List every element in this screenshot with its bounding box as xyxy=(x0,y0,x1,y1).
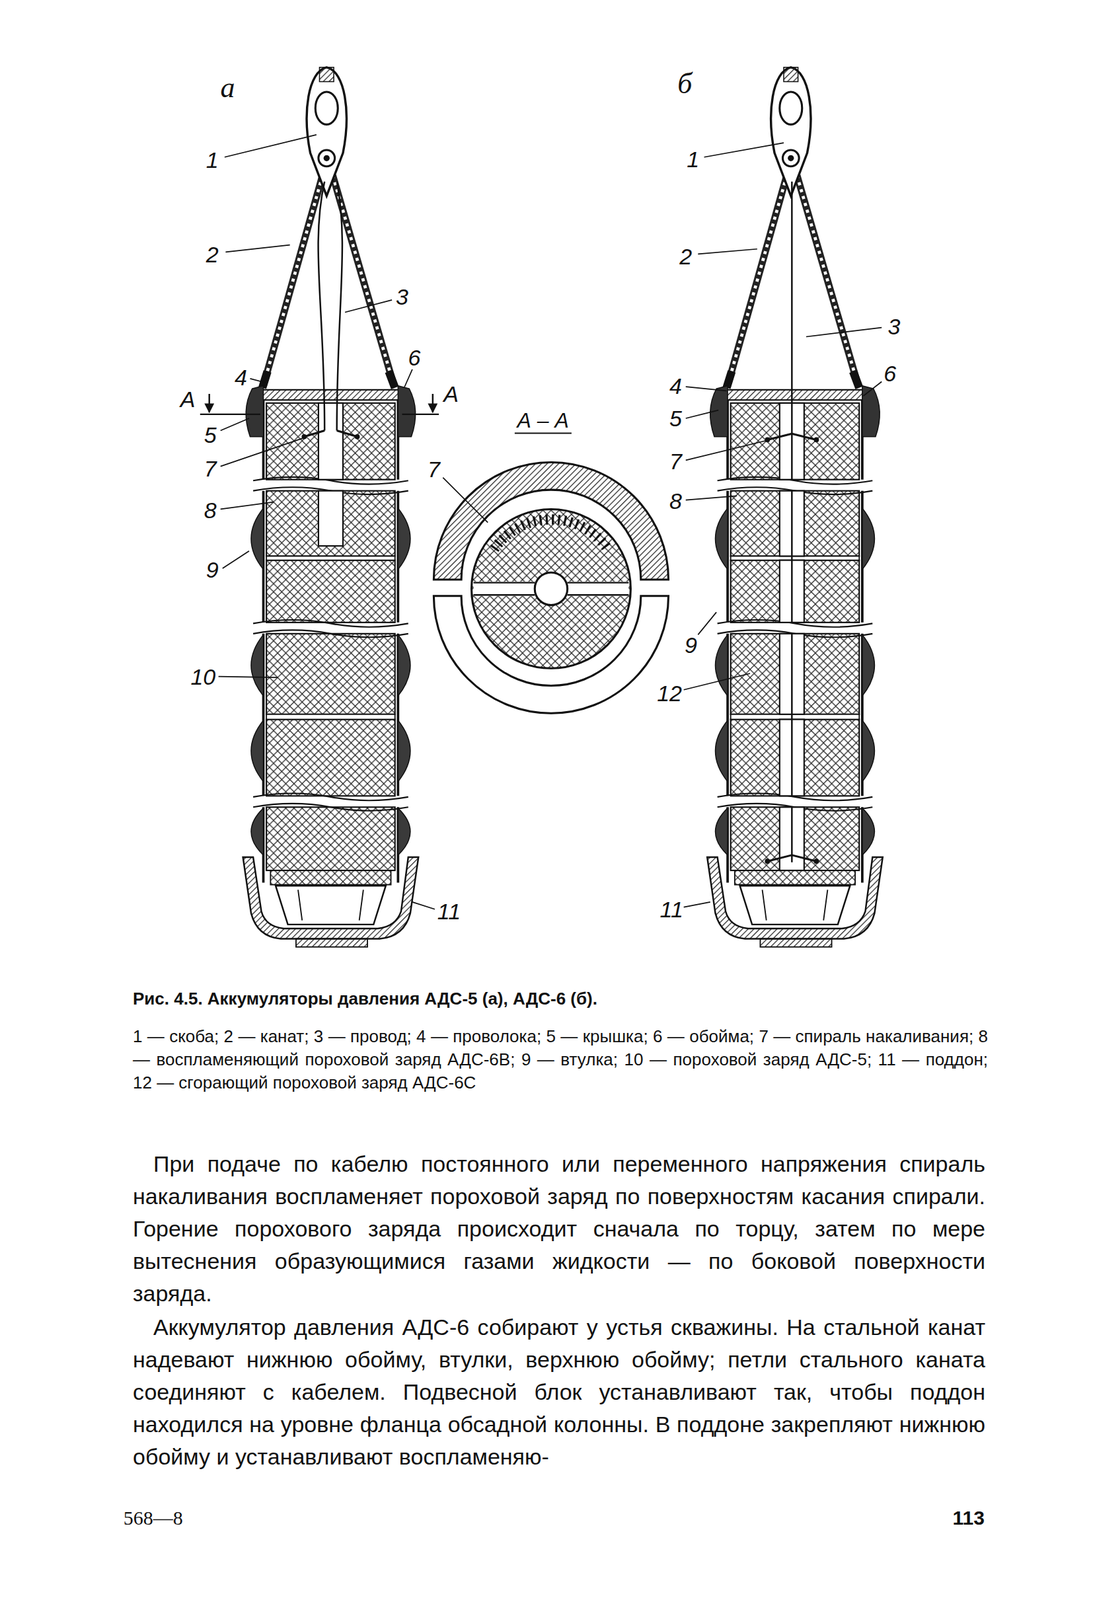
leader-line xyxy=(220,418,250,431)
callout-number: 11 xyxy=(660,898,684,921)
callout-number: 1 xyxy=(686,148,700,171)
lead-wire xyxy=(337,181,343,431)
section-mark xyxy=(432,393,434,413)
callout-number: 10 xyxy=(190,665,216,688)
cross-section xyxy=(433,461,669,714)
section-mark xyxy=(402,413,440,415)
leader-line xyxy=(685,410,719,419)
callout-number: 9 xyxy=(684,633,698,657)
heating-coil xyxy=(814,437,820,443)
callout-number: 9 xyxy=(206,558,219,581)
hanger xyxy=(262,67,396,388)
leader-line xyxy=(863,381,882,396)
section-mark xyxy=(200,393,439,415)
hanger xyxy=(726,67,860,388)
heating-coil xyxy=(303,430,357,437)
leader-line xyxy=(220,502,274,510)
section-mark xyxy=(208,393,210,413)
igniter-channel xyxy=(318,403,343,480)
leader-line xyxy=(344,300,392,313)
leader-line xyxy=(704,142,784,158)
figure-caption: Рис. 4.5. Аккумуляторы давления АДС-5 (а… xyxy=(132,987,988,1010)
section-mark xyxy=(200,413,261,415)
section-title: А – А xyxy=(514,409,571,434)
heating-coil xyxy=(764,437,770,443)
callout-number: 7 xyxy=(669,450,682,473)
heating-coil xyxy=(494,519,608,550)
callout-number: 8 xyxy=(204,498,217,522)
parts-legend: 1 — скоба; 2 — канат; 3 — провод; 4 — пр… xyxy=(132,1024,988,1095)
callout-number: 7 xyxy=(427,457,441,481)
callout-number: 8 xyxy=(669,489,682,513)
leader-line xyxy=(683,902,711,908)
lead-wire xyxy=(318,181,326,431)
callout-number: 6 xyxy=(408,346,421,369)
callout-number: 1 xyxy=(206,148,219,172)
print-mark: 568—8 xyxy=(123,1507,184,1528)
callout-number: 4 xyxy=(234,366,248,389)
powder-charge xyxy=(471,508,632,669)
igniter-channel xyxy=(534,572,567,605)
accumulator-ads6 xyxy=(707,67,883,947)
leader-line xyxy=(697,611,717,635)
accumulator-body xyxy=(243,385,419,947)
leader-line xyxy=(220,437,305,466)
leader-line xyxy=(218,134,883,910)
body-paragraph: Аккумулятор давления АДС-6 собирают у ус… xyxy=(132,1311,986,1473)
accumulator-body xyxy=(707,385,883,947)
callout-number: 5 xyxy=(669,407,682,430)
callout-number: 3 xyxy=(395,285,409,308)
leader-line xyxy=(218,676,279,679)
heating-coil xyxy=(814,858,820,864)
leader-line xyxy=(683,673,751,690)
leader-line xyxy=(685,440,766,460)
lead-wire xyxy=(791,181,793,863)
view-letter: а xyxy=(220,73,235,103)
heating-coil xyxy=(354,434,361,440)
body-paragraph: При подаче по кабелю постоянного или пер… xyxy=(132,1147,986,1310)
view-letter: б xyxy=(677,69,692,99)
leader-line xyxy=(685,495,737,500)
callout-number: 11 xyxy=(437,900,461,923)
heating-coil xyxy=(767,433,817,862)
callout-number: 5 xyxy=(204,423,217,447)
leader-line xyxy=(806,327,882,338)
page-number: 113 xyxy=(952,1507,985,1528)
callout-number: 2 xyxy=(206,243,219,266)
leader-line xyxy=(222,551,250,569)
section-letter: А xyxy=(180,387,196,411)
heating-coil xyxy=(764,858,770,864)
igniter-channel xyxy=(318,490,343,546)
leader-line xyxy=(249,378,265,383)
leader-line xyxy=(225,245,290,253)
callout-number: 6 xyxy=(883,362,897,385)
leader-line xyxy=(404,369,413,388)
leader-line xyxy=(224,134,317,158)
callout-number: 3 xyxy=(887,315,901,338)
leader-line xyxy=(697,249,758,255)
leader-line xyxy=(412,902,435,910)
leader-line xyxy=(685,386,727,391)
callout-number: 4 xyxy=(669,374,682,398)
leader-line xyxy=(442,477,488,523)
accumulator-ads5 xyxy=(243,67,419,947)
callout-number: 2 xyxy=(679,245,692,268)
callout-number: 12 xyxy=(656,681,682,705)
callout-number: 7 xyxy=(204,457,217,480)
section-letter: А xyxy=(443,382,459,406)
